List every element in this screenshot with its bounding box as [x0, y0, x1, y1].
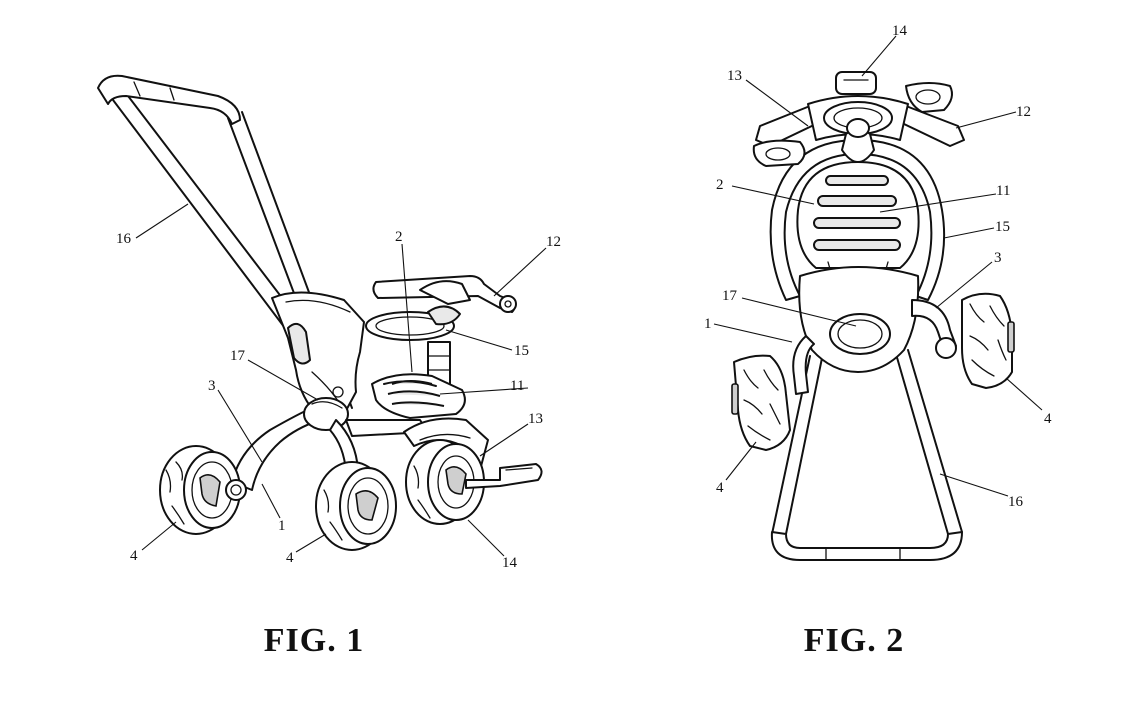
fig1-label-2: 2: [395, 229, 403, 245]
fig1-push-handle: [97, 74, 353, 411]
fig1-label-15: 15: [514, 343, 529, 359]
fig1-label-4a: 4: [130, 548, 138, 564]
fig2-label-15: 15: [995, 219, 1010, 235]
fig2-seat: [796, 161, 920, 277]
fig1-label-11: 11: [510, 378, 524, 394]
fig2-rear-right-wheel: [961, 292, 1015, 389]
fig1-caption: FIG. 1: [263, 622, 365, 659]
fig1-label-16: 16: [116, 231, 132, 247]
fig2-label-12: 12: [1016, 104, 1031, 120]
fig2-tricycle-drawing: 14 13 12 2 11 15 3 17 1 4 4 16: [704, 23, 1052, 561]
fig1-rear-left-wheel: [159, 445, 247, 535]
fig2-label-3: 3: [994, 250, 1002, 266]
fig2-frame: [792, 299, 957, 395]
fig2-leader-lines: [713, 35, 1043, 497]
fig1-leader-lines: [135, 203, 547, 557]
fig1-label-12: 12: [546, 234, 561, 250]
fig2-rear-left-wheel: [731, 354, 791, 451]
fig2-handlebar-assembly: [752, 71, 965, 167]
fig1-label-4b: 4: [286, 550, 294, 566]
fig2-label-1: 1: [704, 316, 712, 332]
fig2-reference-numerals: 14 13 12 2 11 15 3 17 1 4 4 16: [704, 23, 1052, 510]
fig2-caption: FIG. 2: [803, 622, 905, 659]
fig2-label-2: 2: [716, 177, 724, 193]
fig1-handlebar: [365, 275, 517, 341]
fig2-push-handle: [770, 349, 963, 561]
fig2-label-11: 11: [996, 183, 1010, 199]
fig1-label-3: 3: [208, 378, 216, 394]
fig2-label-4b: 4: [1044, 411, 1052, 427]
fig1-frame: [231, 397, 429, 491]
fig2-label-16: 16: [1008, 494, 1024, 510]
fig1-rear-right-wheel: [315, 461, 397, 551]
fig1-tricycle-drawing: 16 2 12 15 17 3 11 13 1 4 4 14: [97, 74, 561, 571]
fig2-label-4a: 4: [716, 480, 724, 496]
fig1-seat: [371, 341, 466, 419]
fig1-label-14: 14: [502, 555, 518, 571]
fig2-label-17: 17: [722, 288, 738, 304]
fig1-label-17: 17: [230, 348, 246, 364]
fig1-front-wheel: [405, 439, 543, 525]
fig1-reference-numerals: 16 2 12 15 17 3 11 13 1 4 4 14: [116, 229, 561, 571]
fig2-label-13: 13: [727, 68, 742, 84]
fig2-seat-back: [798, 266, 920, 373]
fig2-label-14: 14: [892, 23, 908, 39]
fig1-label-1: 1: [278, 518, 286, 534]
fig1-label-13: 13: [528, 411, 543, 427]
